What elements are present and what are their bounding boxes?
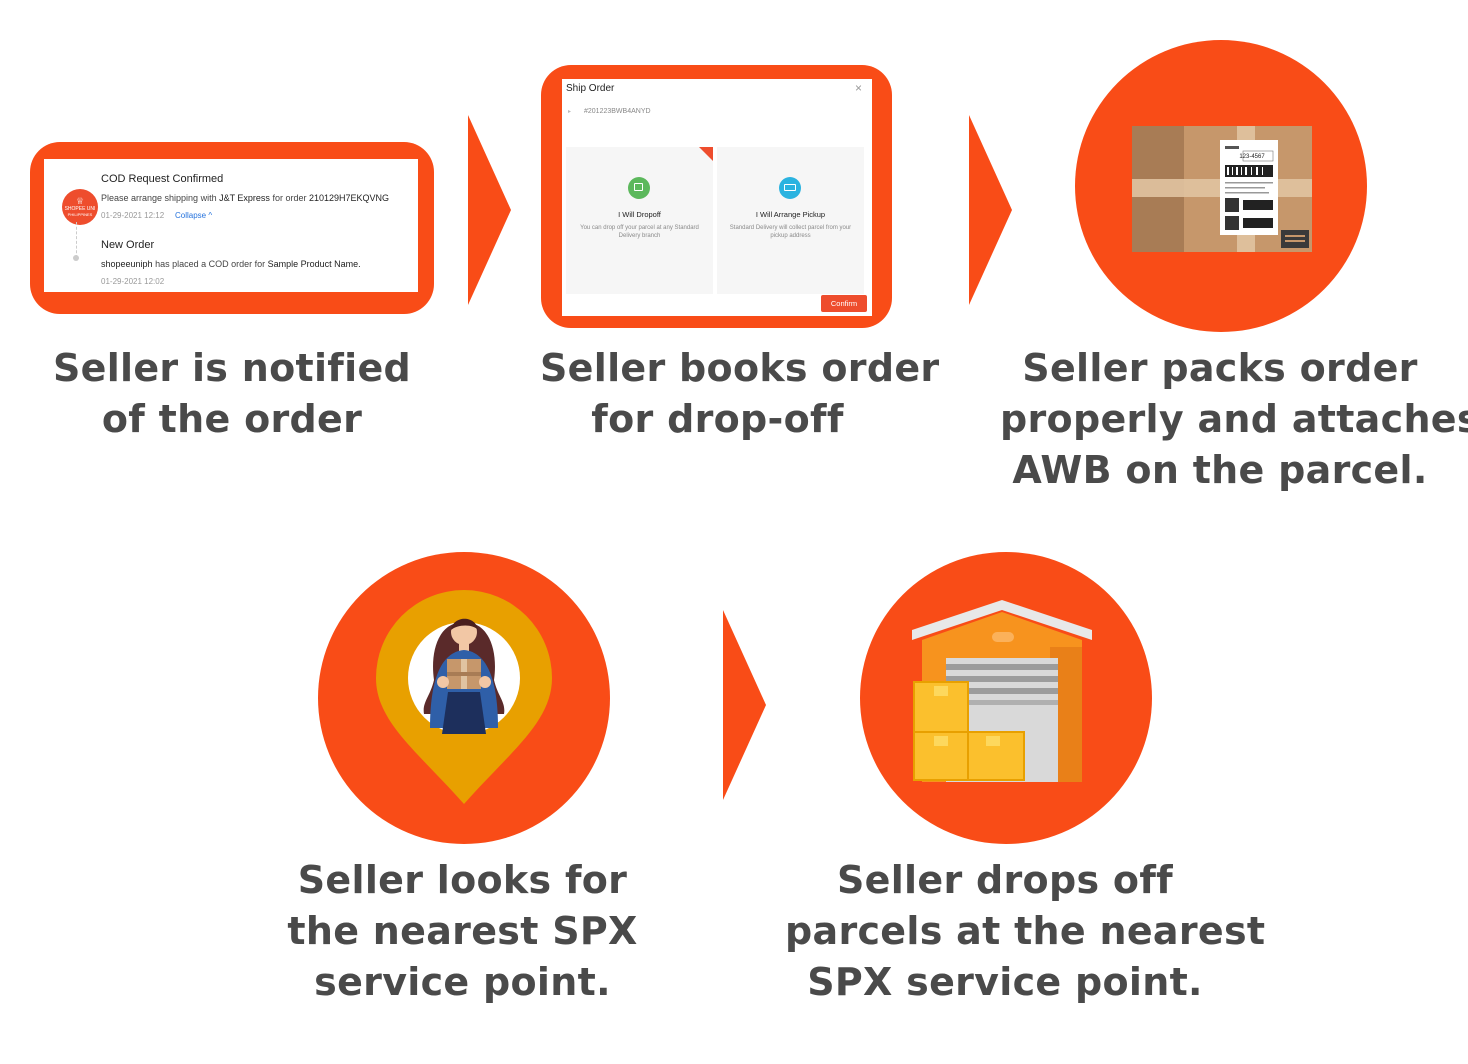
pickup-description: Standard Delivery will collect parcel fr…: [727, 224, 854, 240]
new-order-body: shopeeuniph has placed a COD order for S…: [101, 259, 361, 269]
arrow-right-icon: [969, 115, 1012, 305]
timeline-line: [76, 222, 78, 258]
caption-pack: Seller packs order properly and attaches…: [1000, 343, 1440, 496]
notification-card: ♕ SHOPEE UNI PHILIPPINES COD Request Con…: [30, 142, 434, 314]
dialog-title: Ship Order: [566, 83, 614, 94]
dropoff-title: I Will Dropoff: [566, 210, 713, 219]
selected-corner-icon: [699, 147, 713, 161]
ship-order-dialog: Ship Order × ▸ #201223BWB4ANYD I Will Dr…: [562, 79, 872, 316]
warehouse-icon: [860, 552, 1152, 844]
ship-order-card: Ship Order × ▸ #201223BWB4ANYD I Will Dr…: [541, 65, 892, 328]
collapse-link[interactable]: Collapse ^: [175, 211, 212, 220]
parcel-circle: 123-4567: [1075, 40, 1367, 332]
confirm-button[interactable]: Confirm: [821, 295, 867, 312]
caption-look: Seller looks for the nearest SPX service…: [260, 855, 665, 1008]
caption-notify: Seller is notified of the order: [30, 343, 434, 445]
new-order-time: 01-29-2021 12:02: [101, 277, 164, 286]
notification-body: Please arrange shipping with J&T Express…: [101, 193, 389, 203]
new-order-title: New Order: [101, 239, 154, 251]
parcel-icon: 123-4567: [1075, 40, 1367, 332]
dropoff-option[interactable]: I Will Dropoff You can drop off your par…: [566, 147, 713, 294]
notification-title: COD Request Confirmed: [101, 173, 223, 185]
pickup-option[interactable]: I Will Arrange Pickup Standard Delivery …: [717, 147, 864, 294]
timeline-dot: [73, 255, 79, 261]
shopee-uni-logo: ♕ SHOPEE UNI PHILIPPINES: [62, 189, 98, 225]
order-icon: ▸: [568, 108, 571, 115]
dropoff-description: You can drop off your parcel at any Stan…: [576, 224, 703, 240]
arrow-right-icon: [468, 115, 511, 305]
caption-book: Seller books order for drop-off: [540, 343, 895, 445]
location-circle: [318, 552, 610, 844]
arrow-right-icon: [723, 610, 766, 800]
dropoff-icon: [628, 177, 650, 199]
order-id: #201223BWB4ANYD: [584, 108, 651, 115]
notification-time: 01-29-2021 12:12: [101, 211, 164, 220]
notification-panel: ♕ SHOPEE UNI PHILIPPINES COD Request Con…: [44, 159, 418, 292]
pickup-title: I Will Arrange Pickup: [717, 210, 864, 219]
close-icon[interactable]: ×: [855, 81, 862, 95]
chevron-up-icon: ^: [208, 211, 212, 220]
location-pin-icon: [318, 552, 610, 844]
warehouse-circle: [860, 552, 1152, 844]
caption-drop: Seller drops off parcels at the nearest …: [785, 855, 1225, 1008]
pickup-icon: [779, 177, 801, 199]
svg-text:123-4567: 123-4567: [1239, 154, 1265, 160]
